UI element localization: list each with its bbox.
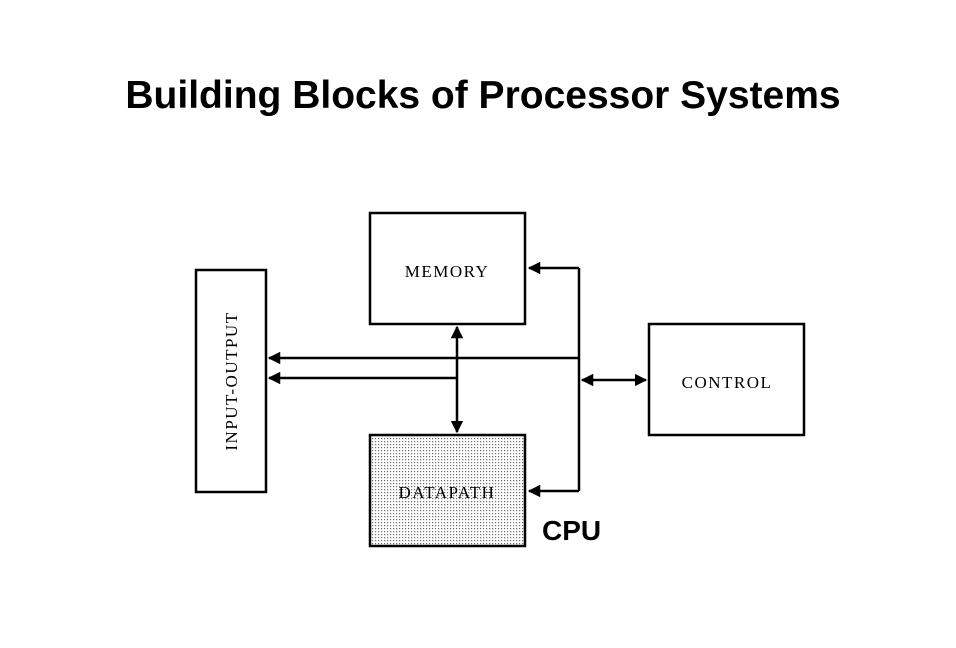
- cpu-label: CPU: [542, 515, 601, 546]
- connections: [267, 261, 648, 498]
- memory-block: MEMORY: [368, 211, 527, 326]
- memory-label: MEMORY: [405, 262, 490, 281]
- input-output-label: INPUT-OUTPUT: [222, 311, 241, 450]
- datapath-label: DATAPATH: [399, 483, 496, 502]
- control-label: CONTROL: [682, 373, 773, 392]
- page-title: Building Blocks of Processor Systems: [125, 74, 841, 117]
- control-block: CONTROL: [647, 322, 806, 437]
- input-output-block: INPUT-OUTPUT: [194, 268, 268, 494]
- datapath-block: DATAPATH: [368, 433, 527, 548]
